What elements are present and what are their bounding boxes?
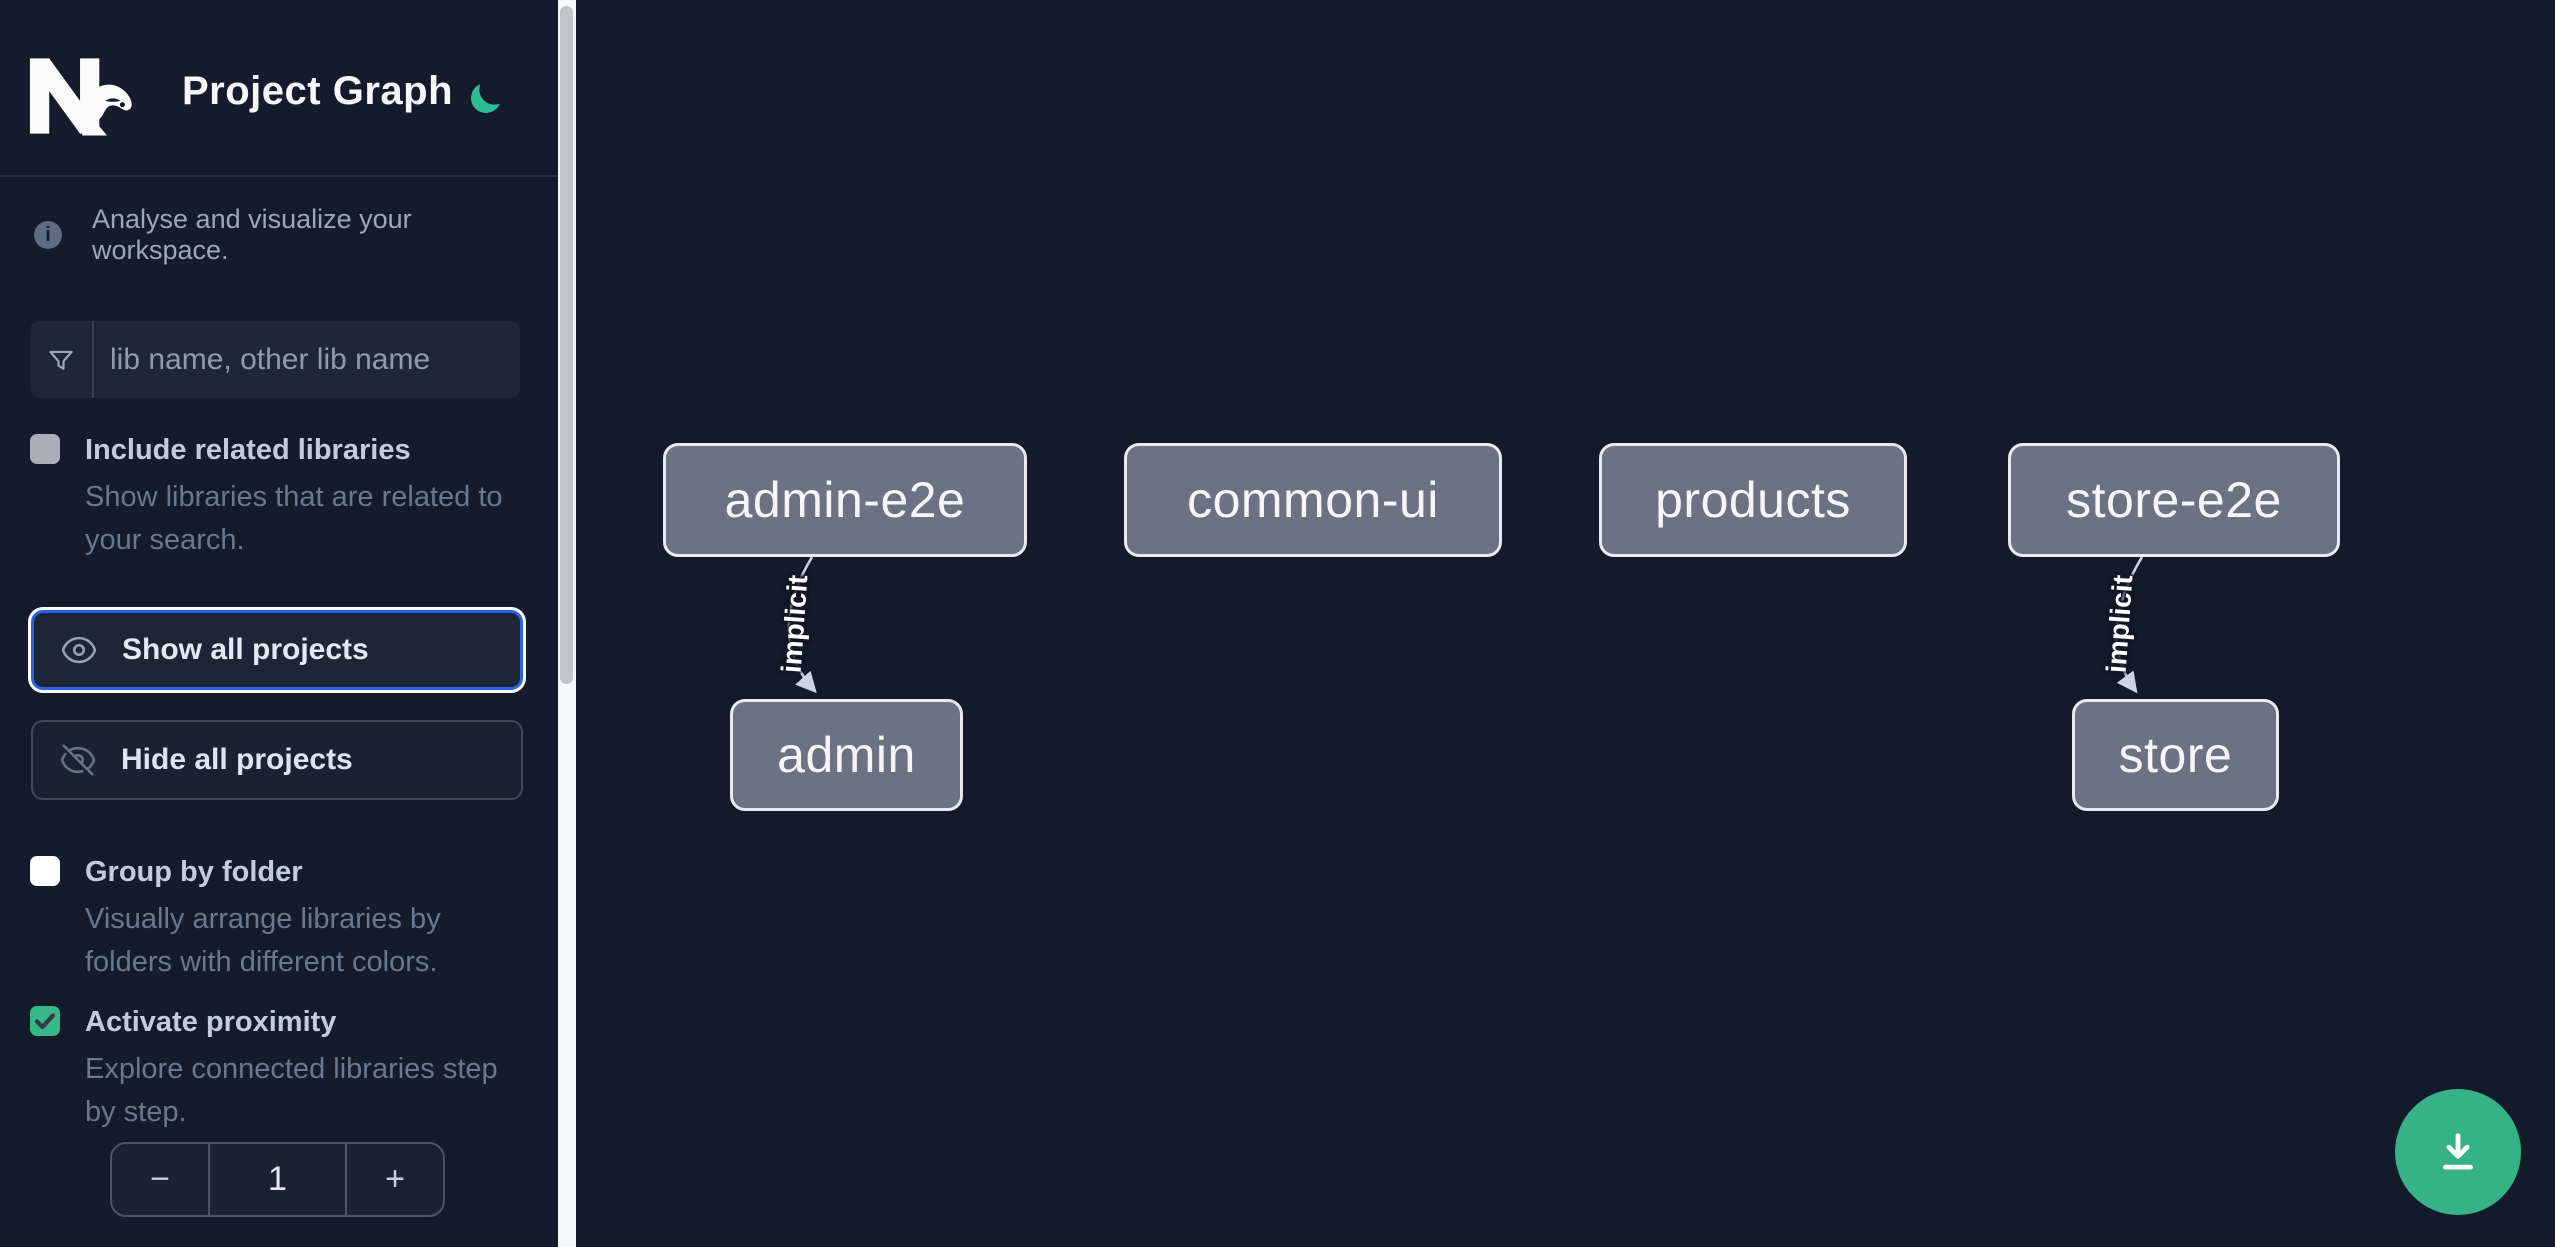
toggle-group-by-folder: Group by folder Visually arrange librari… [30, 852, 510, 984]
filter-funnel-icon [30, 321, 94, 398]
activate-proximity-checkbox[interactable] [30, 1006, 60, 1036]
eye-icon [61, 636, 97, 664]
toggle-description: Visually arrange libraries by folders wi… [85, 903, 441, 978]
tagline: Analyse and visualize your workspace. [92, 204, 412, 265]
edge-label-implicit: implicit [775, 573, 814, 674]
page-title: Project Graph [182, 69, 454, 113]
dependency-edges [787, 556, 2144, 694]
sidebar-scrollbar-thumb[interactable] [560, 6, 573, 684]
sidebar-header: Project Graph [0, 0, 558, 177]
decrement-button[interactable]: − [150, 1160, 170, 1198]
project-node-admin-e2e[interactable]: admin-e2e [663, 443, 1027, 557]
download-graph-button[interactable] [2395, 1089, 2521, 1215]
toggle-activate-proximity: Activate proximity Explore connected lib… [30, 1002, 510, 1134]
workspace-info-row: i Analyse and visualize your workspace. [34, 204, 534, 266]
show-all-projects-label: Show all projects [122, 633, 369, 666]
project-node-products[interactable]: products [1599, 443, 1907, 557]
info-icon: i [34, 221, 62, 249]
group-by-folder-checkbox[interactable] [30, 856, 60, 886]
sidebar-scrollbar-track[interactable] [558, 0, 576, 1247]
edge-admin-e2e-to-admin [787, 556, 817, 694]
project-node-common-ui[interactable]: common-ui [1124, 443, 1502, 557]
sidebar: Project Graph i Analyse and visualize yo… [0, 0, 558, 1247]
proximity-depth-stepper: − 1 + [110, 1142, 445, 1217]
check-icon [34, 1013, 56, 1030]
project-node-store[interactable]: store [2072, 699, 2279, 811]
show-all-projects-button[interactable]: Show all projects [31, 610, 523, 690]
toggle-label[interactable]: Activate proximity [85, 1006, 337, 1038]
download-icon [2443, 1133, 2473, 1170]
search-input[interactable] [94, 321, 520, 398]
project-graph-canvas[interactable]: implicit implicit admin-e2e common-ui pr… [576, 0, 2555, 1247]
toggle-label[interactable]: Include related libraries [85, 434, 411, 466]
project-node-store-e2e[interactable]: store-e2e [2008, 443, 2340, 557]
toggle-description: Explore connected libraries step by step… [85, 1053, 498, 1128]
increment-button[interactable]: + [385, 1160, 405, 1198]
project-node-admin[interactable]: admin [730, 699, 963, 811]
nx-logo-icon [29, 58, 132, 136]
proximity-depth-value: 1 [208, 1144, 347, 1215]
toggle-description: Show libraries that are related to your … [85, 481, 503, 556]
toggle-label[interactable]: Group by folder [85, 856, 303, 888]
hide-all-projects-label: Hide all projects [121, 743, 353, 776]
toggle-include-related-libraries: Include related libraries Show libraries… [30, 430, 510, 562]
edge-store-e2e-to-store [2115, 556, 2144, 694]
eye-off-icon [60, 744, 96, 776]
edge-label-implicit: implicit [2100, 573, 2139, 674]
search-box [30, 321, 520, 398]
moon-icon[interactable] [466, 78, 506, 118]
hide-all-projects-button[interactable]: Hide all projects [31, 720, 523, 800]
include-related-libraries-checkbox[interactable] [30, 434, 60, 464]
